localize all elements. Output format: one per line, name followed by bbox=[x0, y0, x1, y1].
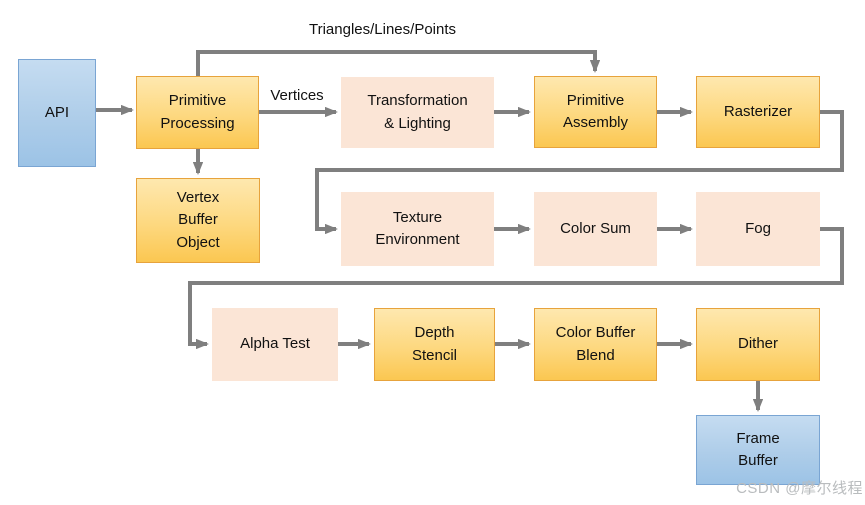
node-dither: Dither bbox=[696, 308, 820, 381]
node-primitive-assembly: Primitive Assembly bbox=[534, 76, 657, 148]
node-fog: Fog bbox=[696, 192, 820, 266]
node-transformation-lighting: Transformation & Lighting bbox=[341, 77, 494, 148]
edge-label-vertices: Vertices bbox=[270, 87, 324, 104]
connector-fog-to-alpha-test bbox=[188, 227, 844, 350]
node-color-buffer-blend: Color Buffer Blend bbox=[534, 308, 657, 381]
node-texture-environment: Texture Environment bbox=[341, 192, 494, 266]
node-color-sum: Color Sum bbox=[534, 192, 657, 266]
node-depth-stencil: Depth Stencil bbox=[374, 308, 495, 381]
node-primitive-processing: Primitive Processing bbox=[136, 76, 259, 149]
connector-primitive-processing-to-primitive-assembly-top bbox=[196, 50, 601, 76]
node-frame-buffer: Frame Buffer bbox=[696, 415, 820, 485]
connector-rasterizer-to-texture-environment bbox=[315, 110, 844, 235]
node-vertex-buffer-object: Vertex Buffer Object bbox=[136, 178, 260, 263]
node-alpha-test: Alpha Test bbox=[212, 308, 338, 381]
edge-label-triangles-lines-points: Triangles/Lines/Points bbox=[308, 21, 457, 38]
node-rasterizer: Rasterizer bbox=[696, 76, 820, 148]
csdn-watermark: CSDN @摩尔线程 bbox=[736, 480, 863, 497]
node-api: API bbox=[18, 59, 96, 167]
